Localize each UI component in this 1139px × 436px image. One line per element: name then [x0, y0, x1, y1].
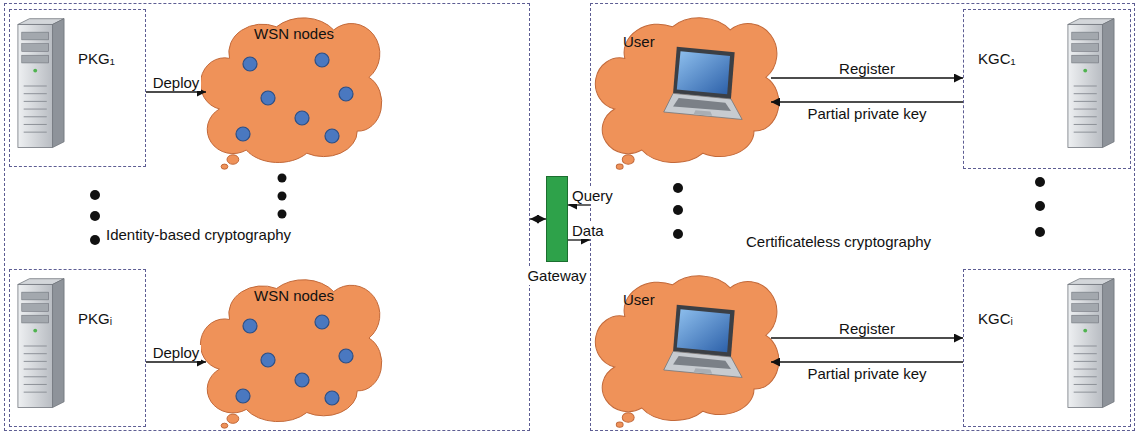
- node-label: WSN nodes: [254, 287, 334, 305]
- connector-arrow: [568, 239, 590, 240]
- sensor-dots: [236, 53, 353, 405]
- edge-label: Deploy: [151, 75, 202, 91]
- node-label: PKG₁: [78, 50, 115, 68]
- laptop-icon: [664, 305, 742, 378]
- server-icon: [1068, 279, 1114, 408]
- laptop-icon: [664, 47, 742, 120]
- edge-label: Deploy: [151, 345, 202, 361]
- connector-arrow: [146, 91, 206, 92]
- server-icon: [1068, 19, 1114, 148]
- region-label: Certificateless cryptography: [746, 233, 931, 251]
- edge-label: Register: [837, 321, 897, 337]
- edge-label: Partial private key: [805, 366, 928, 382]
- ellipsis-dots: [90, 174, 1045, 246]
- node-label: User: [623, 291, 655, 309]
- node-label: WSN nodes: [254, 25, 334, 43]
- server-icon: [18, 279, 64, 408]
- region-label: Identity-based cryptography: [106, 226, 291, 244]
- node-label: Gateway: [525, 267, 588, 285]
- connector-arrow: [771, 101, 963, 102]
- edge-label: Register: [837, 61, 897, 77]
- node-label: User: [623, 33, 655, 51]
- node-label: KGCᵢ: [978, 310, 1013, 328]
- gateway-bar: Gateway: [546, 176, 568, 262]
- edge-label: Partial private key: [805, 106, 928, 122]
- connector-arrow: [530, 218, 546, 219]
- connector-arrow: [771, 77, 963, 78]
- connector-arrow: [771, 361, 963, 362]
- node-label: KGC₁: [978, 50, 1016, 68]
- node-label: PKGᵢ: [78, 310, 112, 328]
- connector-arrow: [568, 204, 590, 205]
- edge-label: Data: [570, 223, 606, 239]
- connector-arrow: [146, 361, 206, 362]
- server-icon: [18, 19, 64, 148]
- connector-arrow: [771, 337, 963, 338]
- edge-label: Query: [570, 188, 615, 204]
